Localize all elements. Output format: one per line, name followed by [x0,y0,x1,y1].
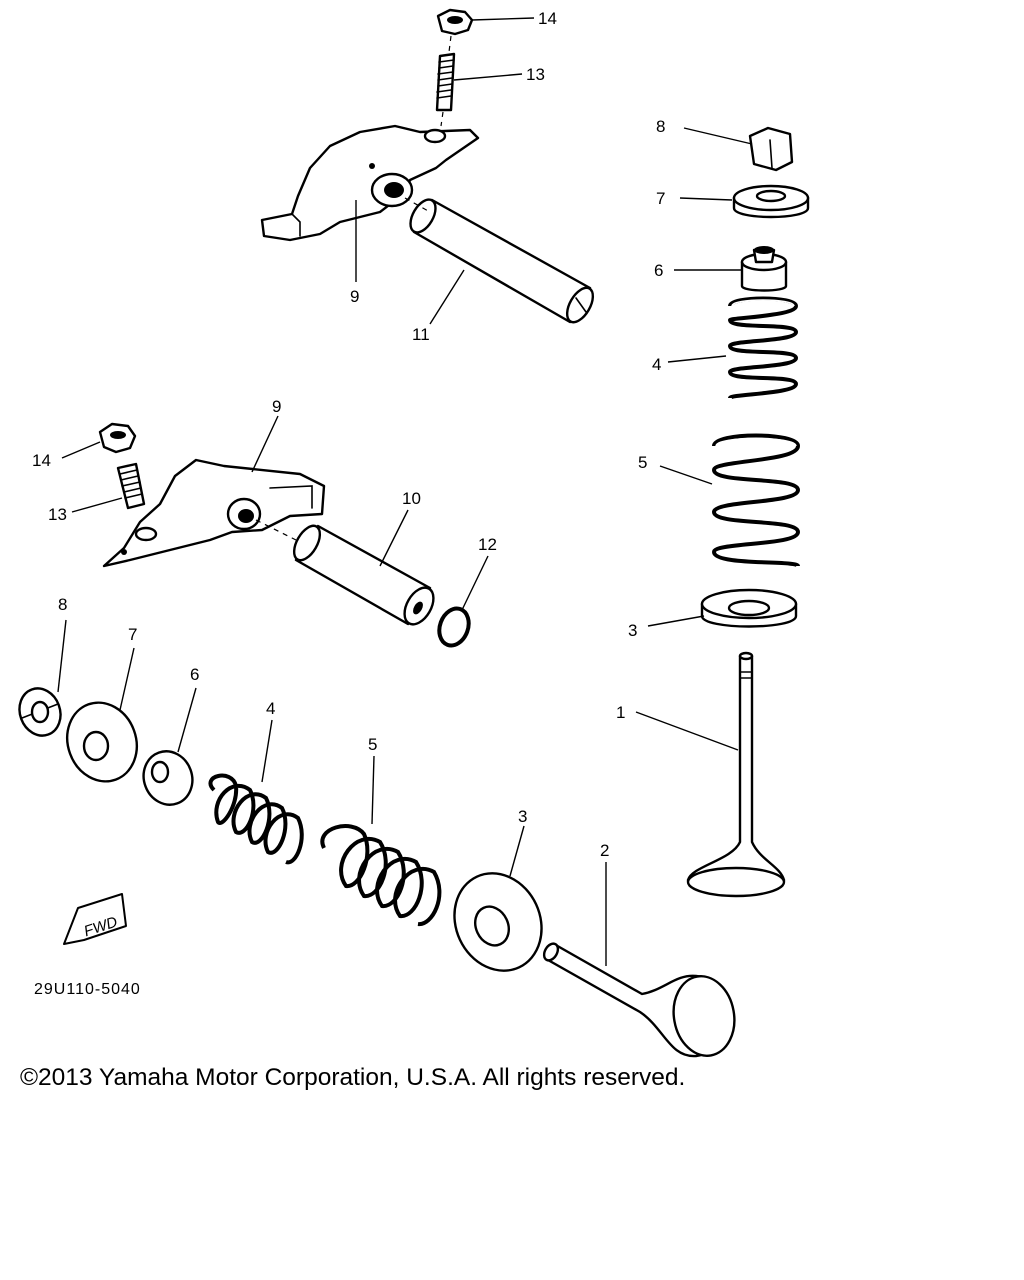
valve-cotter-right [748,126,794,172]
spring-seat-right [700,588,798,628]
outer-spring-right [711,433,801,568]
exhaust-valve-left [542,942,736,1058]
callout-1: 1 [616,703,625,722]
valve-cotter-left [18,687,62,737]
rocker-shaft-top [409,198,595,324]
callout-8-left: 8 [58,595,67,614]
callout-12: 12 [478,535,497,554]
valve-stem-seal-right [740,246,788,292]
callout-14-top: 14 [538,9,557,28]
callout-6-right: 6 [654,261,663,280]
intake-valve-right [686,651,786,898]
callout-6-left: 6 [190,665,199,684]
callout-10: 10 [402,489,421,508]
callout-7-right: 7 [656,189,665,208]
top-rocker-assembly [260,8,595,324]
callout-5-left: 5 [368,735,377,754]
o-ring [437,606,471,648]
rocker-arm-top [260,124,480,242]
fwd-direction-badge: FWD [63,893,127,945]
spring-seat-left [453,872,543,972]
callout-4-right: 4 [652,355,661,374]
adjuster-nut-top [436,8,474,36]
callout-labels: 14 13 8 7 6 4 5 3 1 9 11 9 14 13 10 12 8… [32,9,665,860]
adjuster-nut-mid [98,422,137,454]
inner-spring-right [727,296,799,400]
callout-9-top: 9 [350,287,359,306]
rocker-arm-mid [102,458,326,568]
callout-13-top: 13 [526,65,545,84]
figure-code: 29U110-5040 [34,981,141,998]
adjuster-screw-top [435,52,456,112]
right-valve-stack [686,126,810,898]
inner-spring-left [208,773,304,865]
spring-retainer-left [66,701,138,783]
callout-7-left: 7 [128,625,137,644]
rocker-shaft-mid [292,524,435,626]
leader-lines [57,17,753,966]
callout-5-right: 5 [638,453,647,472]
callout-3-left: 3 [518,807,527,826]
callout-9-mid: 9 [272,397,281,416]
middle-rocker-assembly [98,422,471,648]
callout-8-right: 8 [656,117,665,136]
callout-2: 2 [600,841,609,860]
valve-stem-seal-left [142,750,194,806]
copyright-notice: ©2013 Yamaha Motor Corporation, U.S.A. A… [20,1064,686,1091]
diagonal-valve-stack [18,687,736,1058]
callout-11: 11 [412,325,430,344]
callout-3-right: 3 [628,621,637,640]
spring-retainer-right [732,184,810,219]
adjuster-screw-mid [116,462,146,510]
outer-spring-left [320,824,442,926]
callout-13-mid: 13 [48,505,67,524]
callout-4-left: 4 [266,699,275,718]
callout-14-mid: 14 [32,451,51,470]
